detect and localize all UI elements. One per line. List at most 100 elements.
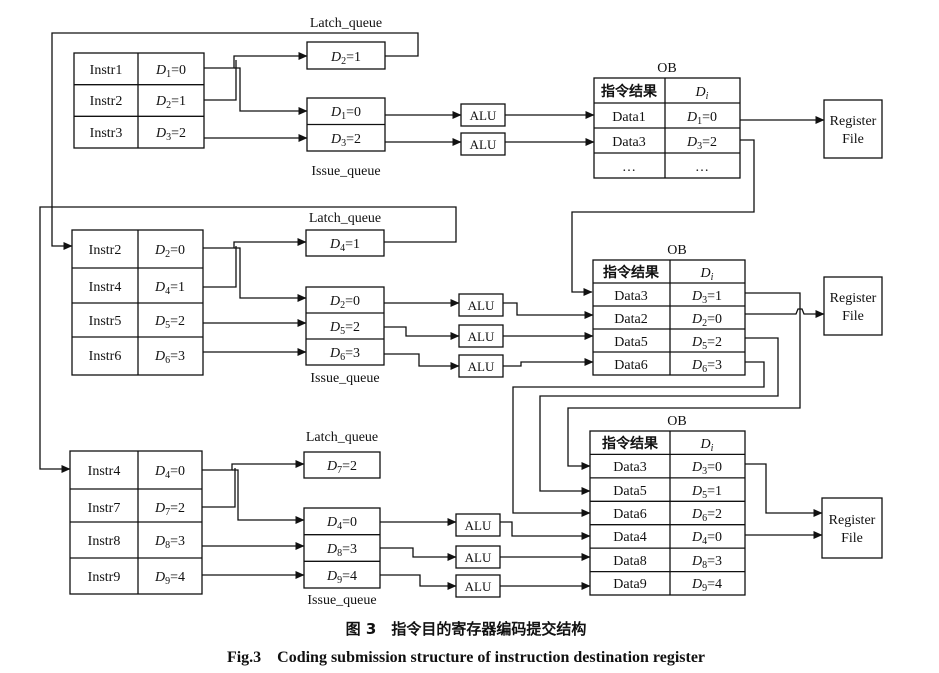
latch-queue-label: Latch_queue — [306, 430, 378, 445]
stage2-connectors — [39, 206, 825, 517]
ob-cell: Data2 — [614, 312, 647, 327]
ob-cell: D6=3 — [691, 358, 722, 375]
ob-label: OB — [657, 61, 676, 76]
ob-cell: Data6 — [614, 358, 647, 373]
alu-label: ALU — [470, 108, 497, 123]
ob-header-result: 指令结果 — [602, 435, 659, 452]
register-file-line1: Register — [830, 291, 877, 306]
figure-caption-zh: 图 3 指令目的寄存器编码提交结构 — [346, 620, 587, 638]
instr-name: Instr3 — [90, 126, 123, 141]
instr-dest: D5=2 — [154, 314, 185, 331]
ob-table-stage3: 指令结果 Di Data3 D3=0 Data5 D5=1 Data6 D6=2… — [589, 430, 746, 596]
ob-cell: D5=1 — [691, 484, 722, 501]
instr-dest: D4=1 — [154, 280, 185, 297]
ob-header-di: Di — [700, 437, 714, 454]
alu-label: ALU — [465, 550, 492, 565]
ob-cell: D6=2 — [691, 507, 722, 524]
ob-cell: Data5 — [614, 335, 647, 350]
ob-cell: … — [622, 160, 636, 175]
stage1: Instr1 D1=0 Instr2 D2=1 Instr3 D3=2 Latc… — [51, 16, 883, 296]
instr-dest: D3=2 — [155, 126, 186, 143]
issue-entry: D3=2 — [330, 132, 361, 149]
issue-entry: D6=3 — [329, 346, 360, 363]
ob-label: OB — [667, 243, 686, 258]
ob-cell: D5=2 — [691, 335, 722, 352]
ob-cell: … — [695, 160, 709, 175]
issue-queue-label: Issue_queue — [307, 593, 376, 608]
ob-cell: D8=3 — [691, 554, 722, 571]
instr-name: Instr9 — [88, 570, 121, 585]
register-file-line2: File — [842, 132, 864, 147]
ob-header-result: 指令结果 — [603, 264, 660, 281]
ob-cell: Data1 — [612, 110, 645, 125]
ob-cell: Data3 — [614, 289, 647, 304]
ob-header-di: Di — [700, 266, 714, 283]
register-file-line2: File — [841, 531, 863, 546]
latch-entry: D7=2 — [326, 459, 357, 476]
alu-label: ALU — [468, 298, 495, 313]
instr-dest: D4=0 — [154, 464, 185, 481]
ob-label: OB — [667, 414, 686, 429]
latch-queue-label: Latch_queue — [309, 211, 381, 226]
ob-cell: Data4 — [613, 530, 646, 545]
instr-dest: D2=1 — [155, 94, 186, 111]
register-file-line1: Register — [829, 513, 876, 528]
latch-queue-label: Latch_queue — [310, 16, 382, 31]
issue-queue-label: Issue_queue — [310, 371, 379, 386]
register-file-line2: File — [842, 309, 864, 324]
instr-table-stage1: Instr1 D1=0 Instr2 D2=1 Instr3 D3=2 — [73, 52, 205, 149]
issue-entry: D4=0 — [326, 515, 357, 532]
register-file-box — [821, 497, 883, 559]
stage3-connectors — [202, 460, 823, 590]
instr-dest: D7=2 — [154, 501, 185, 518]
issue-queue-box — [305, 286, 385, 366]
ob-cell: Data3 — [613, 460, 646, 475]
instr-dest: D2=0 — [154, 243, 185, 260]
ob-header-di: Di — [695, 85, 709, 102]
alu-label: ALU — [470, 137, 497, 152]
alu-label: ALU — [465, 579, 492, 594]
ob-cell: D1=0 — [686, 110, 717, 127]
instr-name: Instr2 — [90, 94, 123, 109]
alu-label: ALU — [465, 518, 492, 533]
issue-entry: D2=0 — [329, 294, 360, 311]
register-file-box — [823, 99, 883, 159]
instr-name: Instr8 — [88, 534, 121, 549]
register-file-box — [823, 276, 883, 336]
issue-entry: D1=0 — [330, 105, 361, 122]
ob-table-stage1: 指令结果 Di Data1 D1=0 Data3 D3=2 … … — [593, 77, 741, 179]
ob-cell: D3=2 — [686, 135, 717, 152]
instr-table-stage2: Instr2 D2=0 Instr4 D4=1 Instr5 D5=2 Inst… — [71, 229, 204, 376]
ob-cell: Data9 — [613, 577, 646, 592]
stage3: Instr4 D4=0 Instr7 D7=2 Instr8 D8=3 Inst… — [69, 414, 883, 608]
ob-cell: Data3 — [612, 135, 645, 150]
instr-name: Instr5 — [89, 314, 122, 329]
issue-entry: D8=3 — [326, 542, 357, 559]
instr-name: Instr1 — [90, 63, 123, 78]
instr-table-stage3: Instr4 D4=0 Instr7 D7=2 Instr8 D8=3 Inst… — [69, 450, 203, 595]
ob-header-result: 指令结果 — [601, 83, 658, 100]
instr-dest: D8=3 — [154, 534, 185, 551]
ob-cell: Data5 — [613, 484, 646, 499]
alu-label: ALU — [468, 329, 495, 344]
ob-cell: D3=0 — [691, 460, 722, 477]
ob-cell: Data8 — [613, 554, 646, 569]
instr-dest: D1=0 — [155, 63, 186, 80]
instr-name: Instr4 — [89, 280, 122, 295]
register-file-line1: Register — [830, 114, 877, 129]
issue-entry: D5=2 — [329, 320, 360, 337]
ob-cell: D3=1 — [691, 289, 722, 306]
instr-name: Instr7 — [88, 501, 121, 516]
issue-queue-label: Issue_queue — [311, 164, 380, 179]
ob-cell: D2=0 — [691, 312, 722, 329]
instr-name: Instr4 — [88, 464, 121, 479]
latch-entry: D4=1 — [329, 237, 360, 254]
ob-cell: D9=4 — [691, 577, 722, 594]
instr-name: Instr6 — [89, 349, 122, 364]
stage1-connectors — [51, 32, 825, 296]
latch-queue-box — [303, 451, 381, 479]
ob-cell: Data6 — [613, 507, 646, 522]
stage2: Instr2 D2=0 Instr4 D4=1 Instr5 D5=2 Inst… — [39, 206, 883, 517]
instr-name: Instr2 — [89, 243, 122, 258]
instr-dest: D9=4 — [154, 570, 185, 587]
